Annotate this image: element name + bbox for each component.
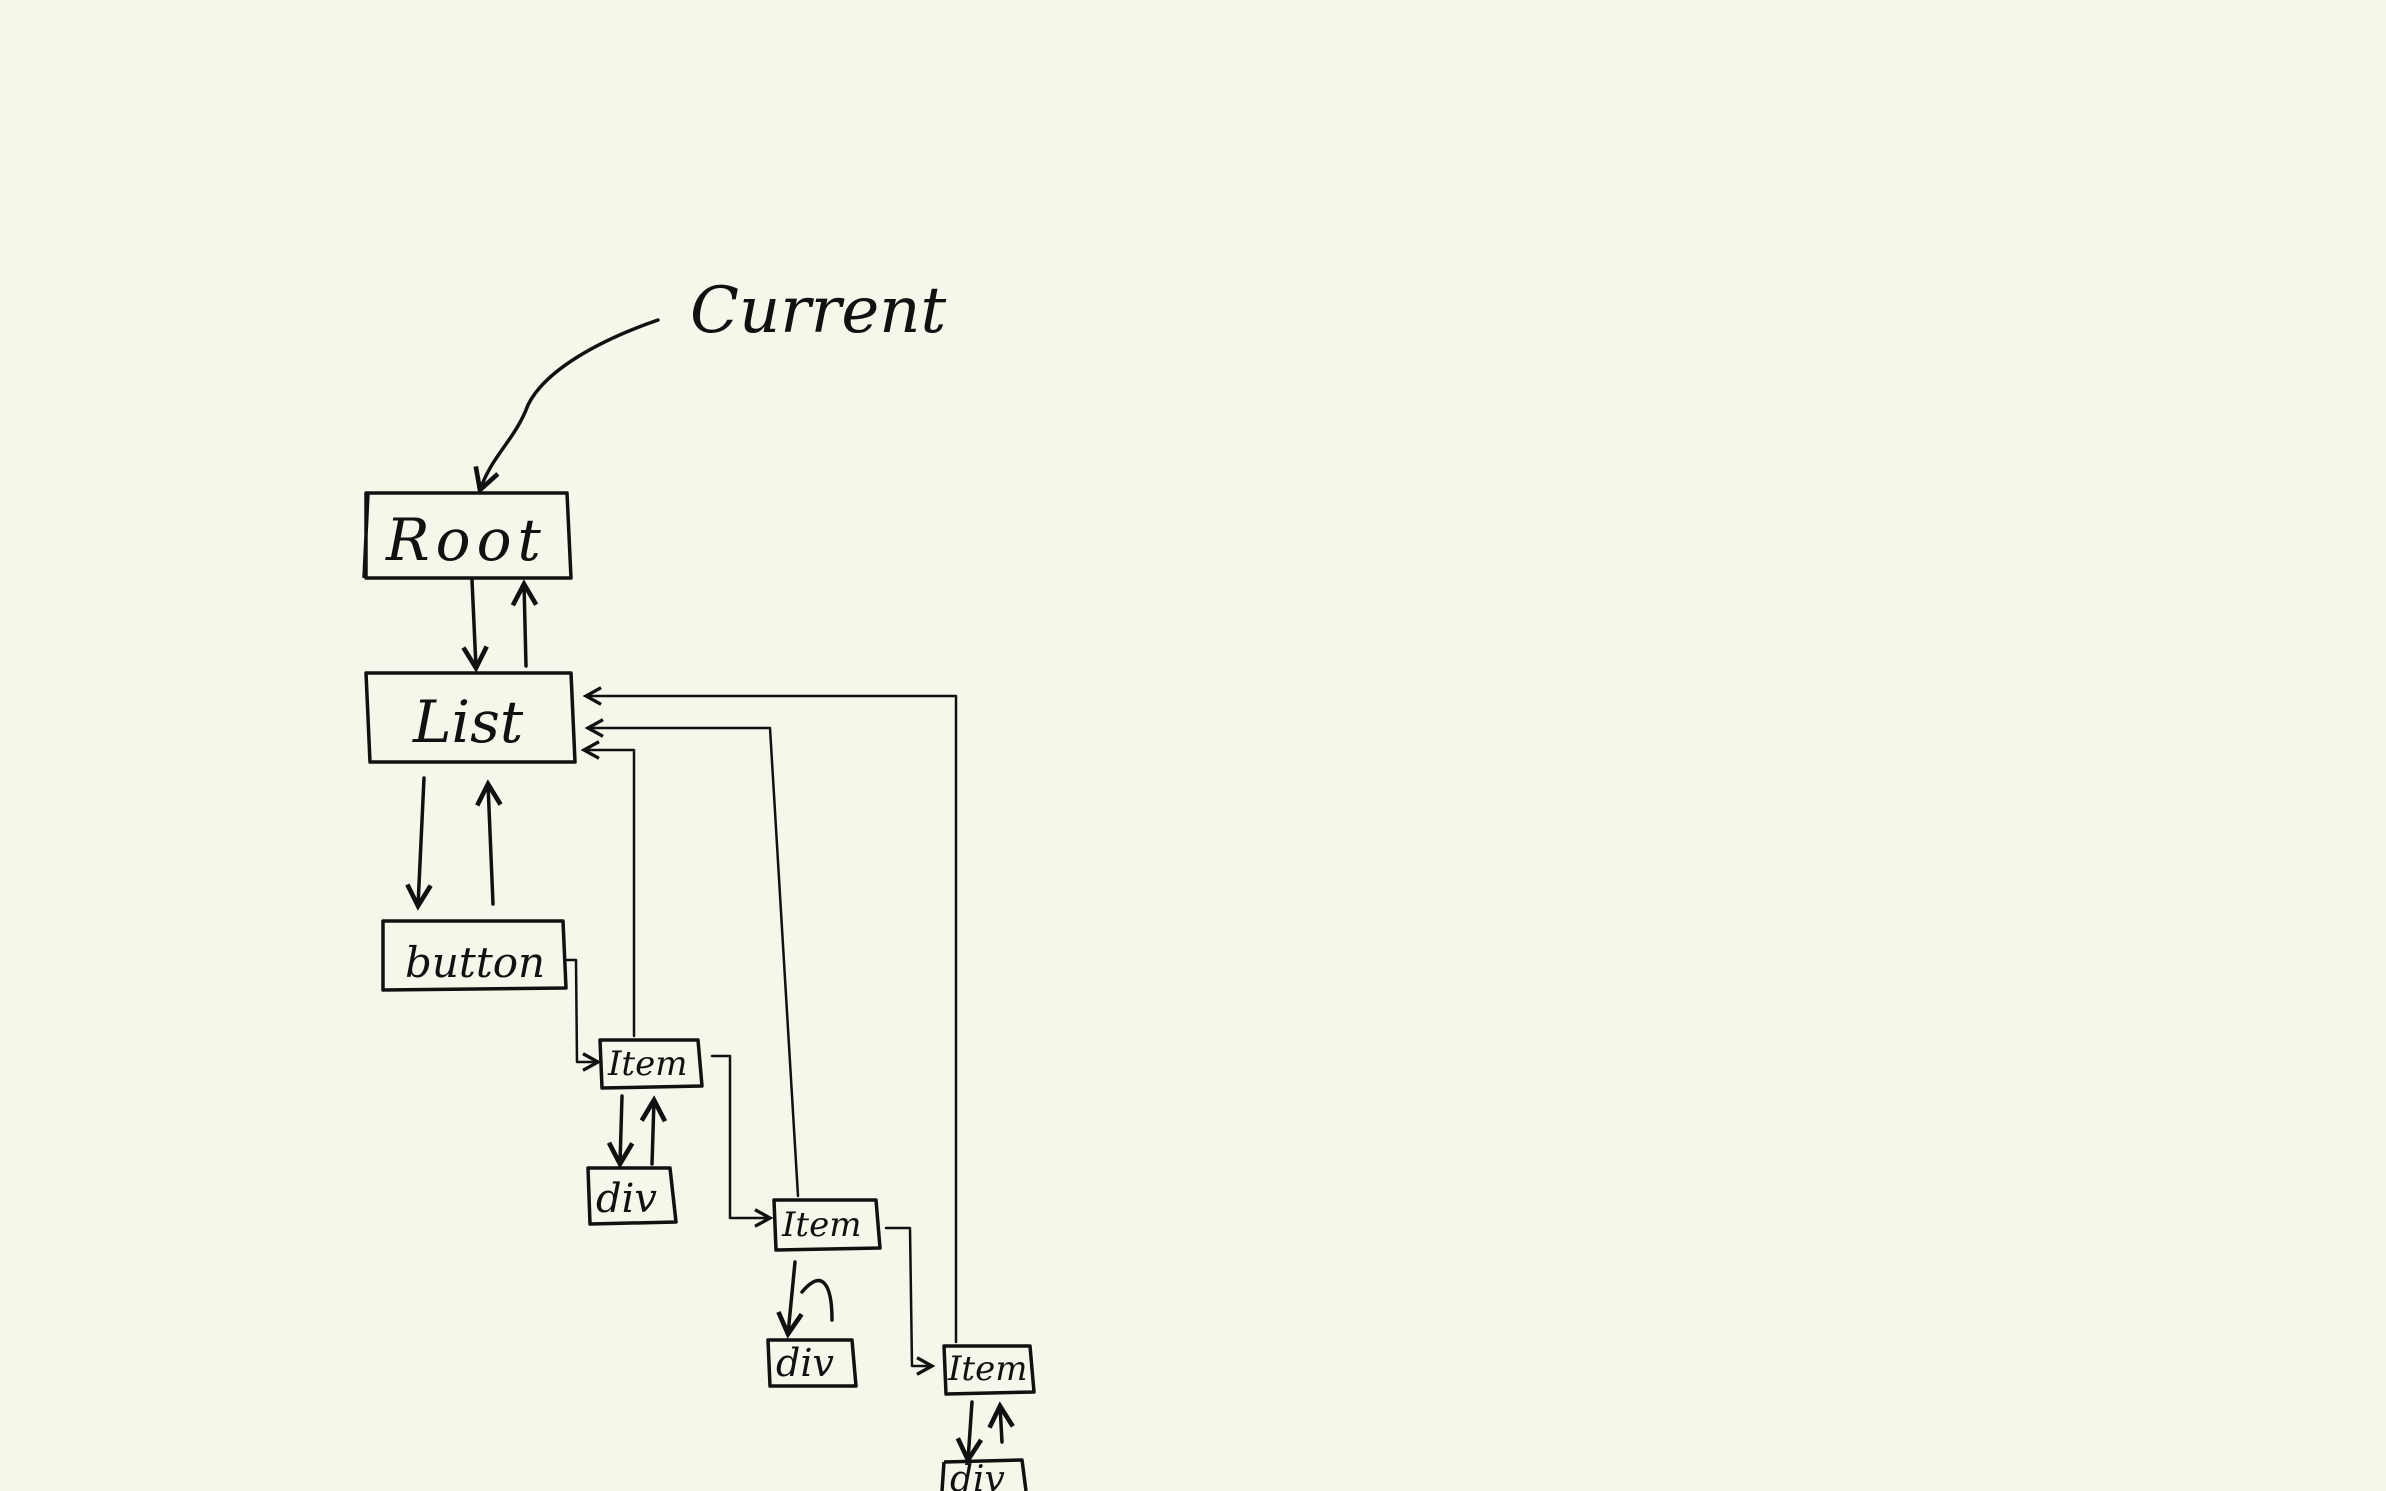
current-label: Current bbox=[690, 274, 946, 348]
div3-label: div bbox=[950, 1459, 1005, 1491]
item3-to-div3-arrow bbox=[968, 1400, 972, 1460]
list-to-root-arrow bbox=[524, 584, 526, 668]
button-to-list-arrow bbox=[488, 784, 493, 906]
root-to-list-arrow bbox=[472, 578, 476, 668]
div3-to-item3-arrow bbox=[1000, 1406, 1002, 1444]
list-label: List bbox=[412, 688, 524, 756]
item2-box bbox=[772, 1198, 882, 1252]
item1-to-div1-arrow bbox=[620, 1094, 622, 1164]
item2-label: Item bbox=[781, 1205, 861, 1245]
div1-label: div bbox=[596, 1176, 657, 1222]
button-box bbox=[381, 919, 568, 992]
list-to-button-arrow bbox=[418, 776, 424, 906]
item3-box bbox=[942, 1344, 1036, 1396]
root-box bbox=[362, 491, 573, 580]
item1-to-item2-sibling-arrow bbox=[710, 1054, 770, 1218]
item2-to-div2-arrow bbox=[788, 1260, 795, 1334]
item1-box bbox=[598, 1038, 704, 1090]
item1-label: Item bbox=[607, 1044, 687, 1084]
item1-to-list-return-arrow bbox=[584, 750, 636, 1038]
div2-label: div bbox=[776, 1341, 834, 1385]
div3-box bbox=[940, 1458, 1028, 1491]
div2-box bbox=[766, 1338, 858, 1388]
item3-label: Item bbox=[947, 1349, 1027, 1389]
div1-to-item1-arrow bbox=[652, 1100, 654, 1166]
item3-to-list-return-arrow bbox=[586, 696, 958, 1344]
current-pointer-arrow bbox=[480, 318, 660, 490]
div1-box bbox=[586, 1166, 678, 1226]
item2-to-list-return-arrow bbox=[588, 728, 800, 1198]
item2-to-item3-sibling-arrow bbox=[884, 1226, 932, 1366]
root-label: Root bbox=[385, 506, 547, 574]
button-label: button bbox=[405, 938, 545, 987]
list-box bbox=[364, 671, 577, 764]
button-to-item1-sibling-arrow bbox=[564, 958, 598, 1062]
div2-to-item2-arrow bbox=[800, 1279, 834, 1322]
